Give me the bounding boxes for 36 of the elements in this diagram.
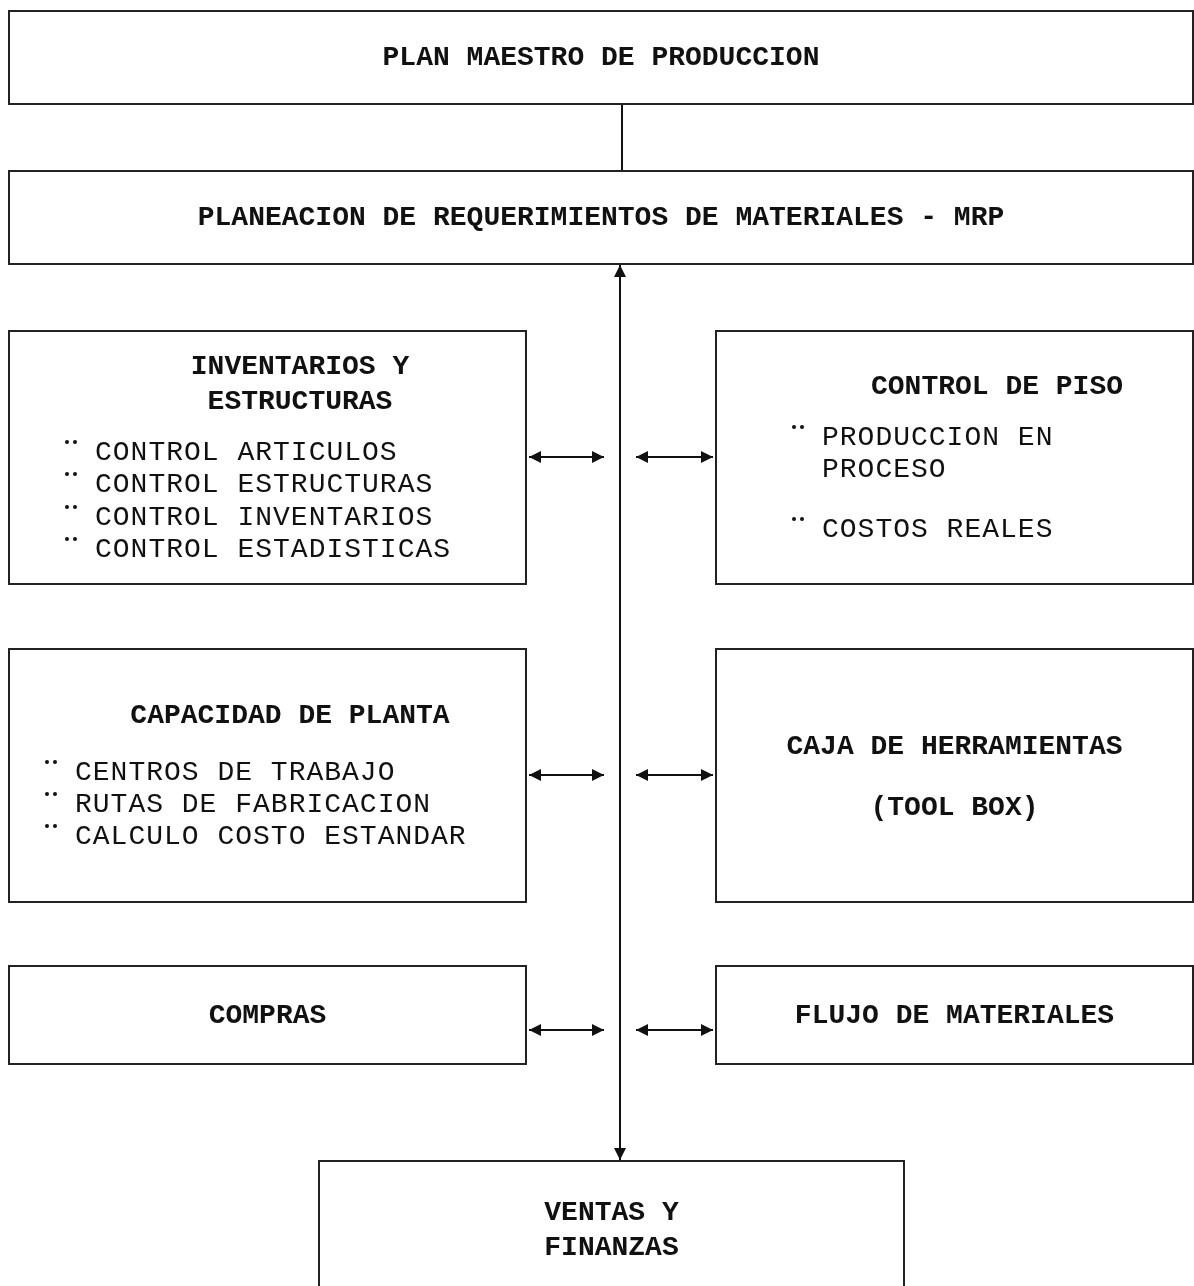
box-heading: CAPACIDAD DE PLANTA (130, 698, 450, 733)
arrow (528, 769, 605, 781)
process-box (8, 170, 1194, 265)
list-item: CONTROL ESTADISTICAS (95, 533, 505, 566)
box-heading: CAJA DE HERRAMIENTAS (786, 729, 1123, 764)
arrow (635, 769, 714, 781)
connector-line (621, 104, 623, 171)
box-heading: VENTAS Y FINANZAS (543, 1196, 680, 1265)
process-box (8, 10, 1194, 105)
list-item: CONTROL ESTRUCTURAS (95, 469, 505, 502)
box-heading: COMPRAS (208, 998, 327, 1033)
box-heading: CONTROL DE PISO (870, 369, 1123, 404)
list-item: CENTROS DE TRABAJO (75, 756, 505, 789)
box-heading: PLANEACION DE REQUERIMIENTOS DE MATERIALES - MRP (197, 201, 1005, 235)
arrow (614, 264, 626, 1161)
box-heading: FLUJO DE MATERIALES (794, 998, 1115, 1033)
process-box (8, 330, 527, 585)
box-subtitle: (TOOL BOX) (869, 791, 1040, 823)
arrow (635, 1024, 714, 1036)
process-box (8, 648, 527, 903)
list-item: RUTAS DE FABRICACION (75, 788, 505, 822)
box-heading: PLAN MAESTRO DE PRODUCCION (382, 41, 820, 75)
arrow (528, 451, 605, 463)
process-box (8, 965, 527, 1065)
box-heading: INVENTARIOS Y ESTRUCTURAS (189, 350, 411, 420)
arrow (635, 451, 714, 463)
process-box (715, 648, 1194, 903)
list-item: COSTOS REALES (822, 514, 1172, 547)
process-box (715, 965, 1194, 1065)
process-box (715, 330, 1194, 585)
arrow (528, 1024, 605, 1036)
list-item: CALCULO COSTO ESTANDAR (75, 821, 505, 854)
process-box (318, 1160, 905, 1286)
list-item: CONTROL INVENTARIOS (95, 501, 505, 534)
list-item: PRODUCCION EN PROCESO (822, 421, 1172, 487)
list-item: CONTROL ARTICULOS (95, 437, 505, 470)
